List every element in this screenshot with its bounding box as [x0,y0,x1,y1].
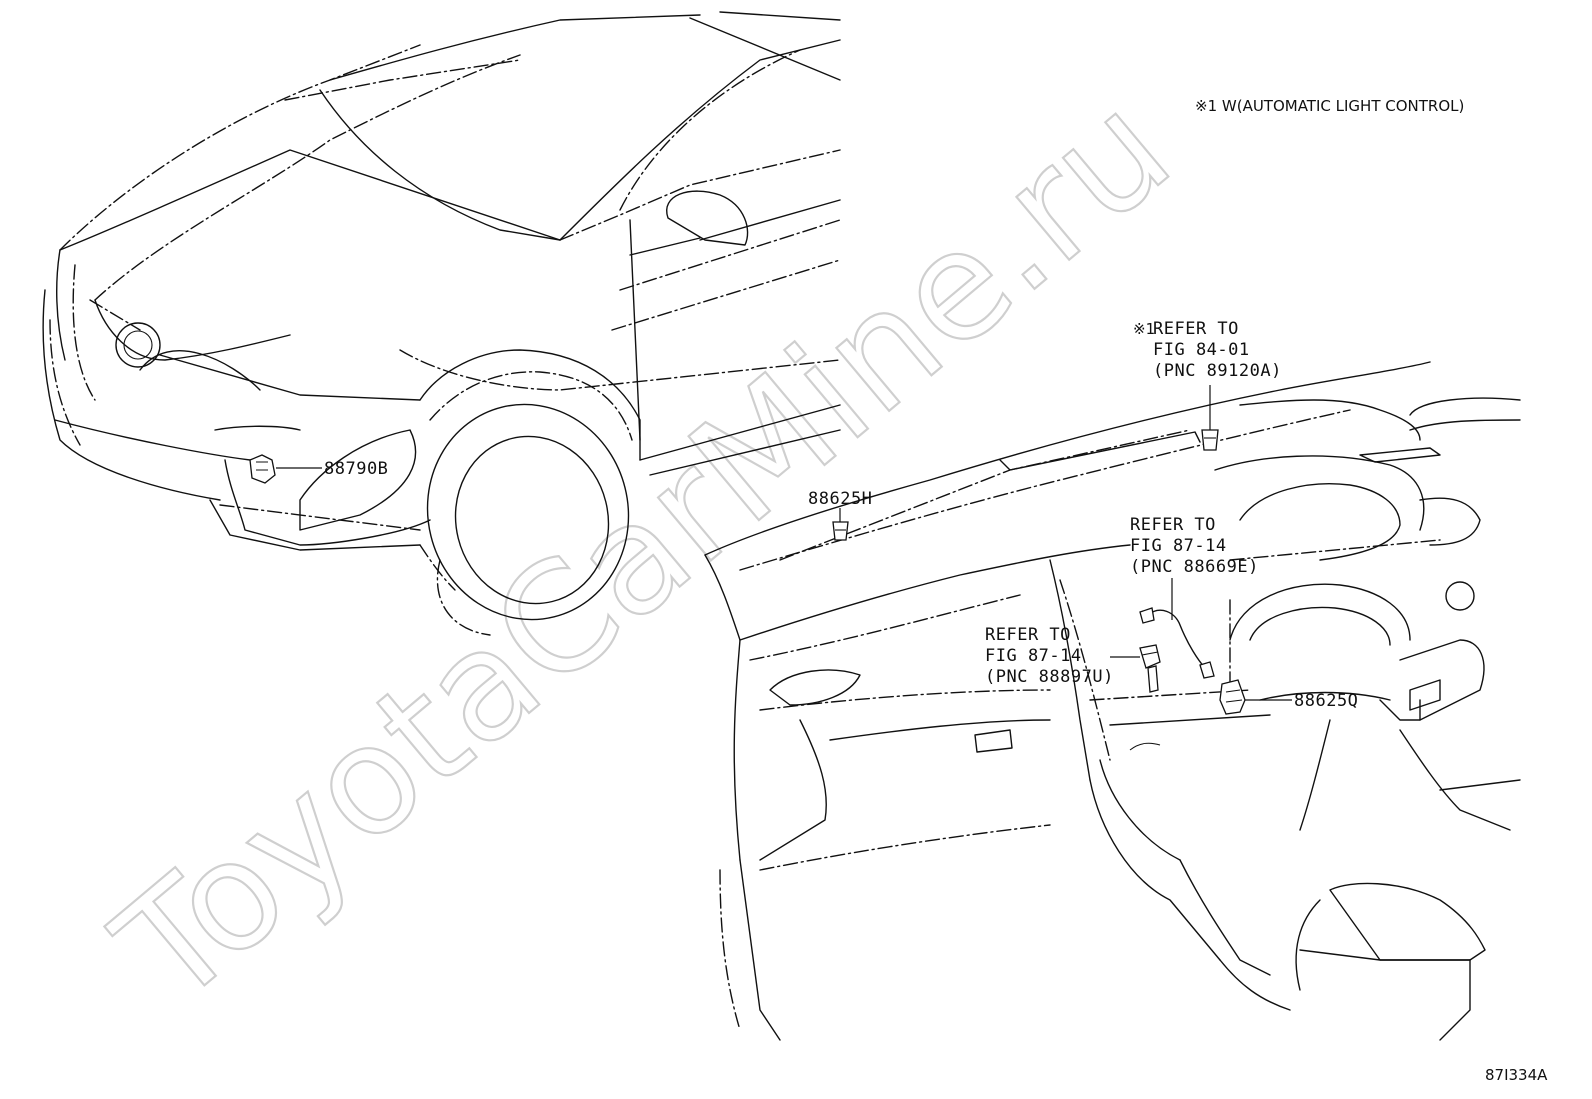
part-88625Q-sensor[interactable] [1219,679,1292,715]
ref-88897-line1: REFER TO [985,625,1071,645]
ref-88669-line2: FIG 87-14 [1130,536,1227,556]
dashboard-illustration [704,361,1521,1041]
ref-light-line2: FIG 84-01 [1153,340,1250,360]
part-88625H-sensor[interactable] [832,508,849,541]
note-automatic-light-control: ※1 W(AUTOMATIC LIGHT CONTROL) [1195,97,1464,115]
part-88790B-sensor[interactable] [249,454,322,484]
watermark: ToyotaCarMine.ru [86,62,1202,1038]
diagram-code: 87I334A [1485,1066,1548,1084]
part-light-control-sensor[interactable] [1201,385,1219,451]
ref-88897-line3[interactable]: (PNC 88897U) [985,667,1114,687]
label-88625Q[interactable]: 88625Q [1294,691,1358,711]
car-front-illustration [42,11,841,636]
part-88669E-cable[interactable] [1139,578,1215,679]
ref-light-mark: ※1 [1133,320,1155,338]
ref-light-line1: REFER TO [1153,319,1239,339]
ref-88897-line2: FIG 87-14 [985,646,1082,666]
ref-light-line3[interactable]: (PNC 89120A) [1153,361,1282,381]
label-88625H[interactable]: 88625H [808,489,872,509]
part-88897U-sensor[interactable] [1110,644,1161,693]
ref-88669-line3[interactable]: (PNC 88669E) [1130,557,1259,577]
label-88790B[interactable]: 88790B [324,459,388,479]
ref-88669-line1: REFER TO [1130,515,1216,535]
